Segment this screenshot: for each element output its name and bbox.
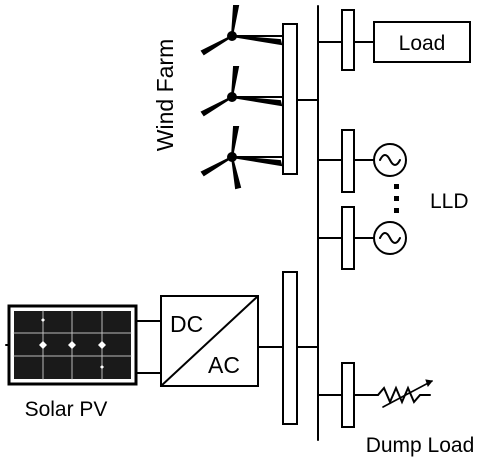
dc-label: DC (170, 311, 203, 337)
lld-label: LLD (430, 190, 469, 213)
ac-source-icon-1 (373, 143, 407, 177)
lld-breaker-bar-1 (341, 129, 355, 193)
dump-breaker-bar (341, 362, 355, 428)
load-label: Load (399, 32, 446, 55)
solar-panel-icon (5, 304, 138, 386)
dump-load-label: Dump Load (366, 434, 475, 457)
lld-dots (394, 184, 399, 213)
solar-pv-label: Solar PV (25, 398, 108, 421)
pv-bus-bar (282, 271, 298, 425)
converter-diagonal (160, 295, 259, 387)
wind-turbine-3 (200, 126, 284, 190)
lld-breaker-bar-2 (341, 206, 355, 270)
variable-resistor-icon (377, 379, 433, 408)
ac-source-icon-2 (373, 221, 407, 255)
wind-turbine-1 (200, 5, 284, 56)
wind-farm-bus-bar (282, 23, 298, 175)
ac-label: AC (208, 352, 240, 378)
wind-turbine-2 (200, 66, 284, 117)
wind-farm-label: Wind Farm (152, 39, 178, 151)
load-breaker-bar (341, 9, 355, 71)
load-box (373, 21, 471, 63)
